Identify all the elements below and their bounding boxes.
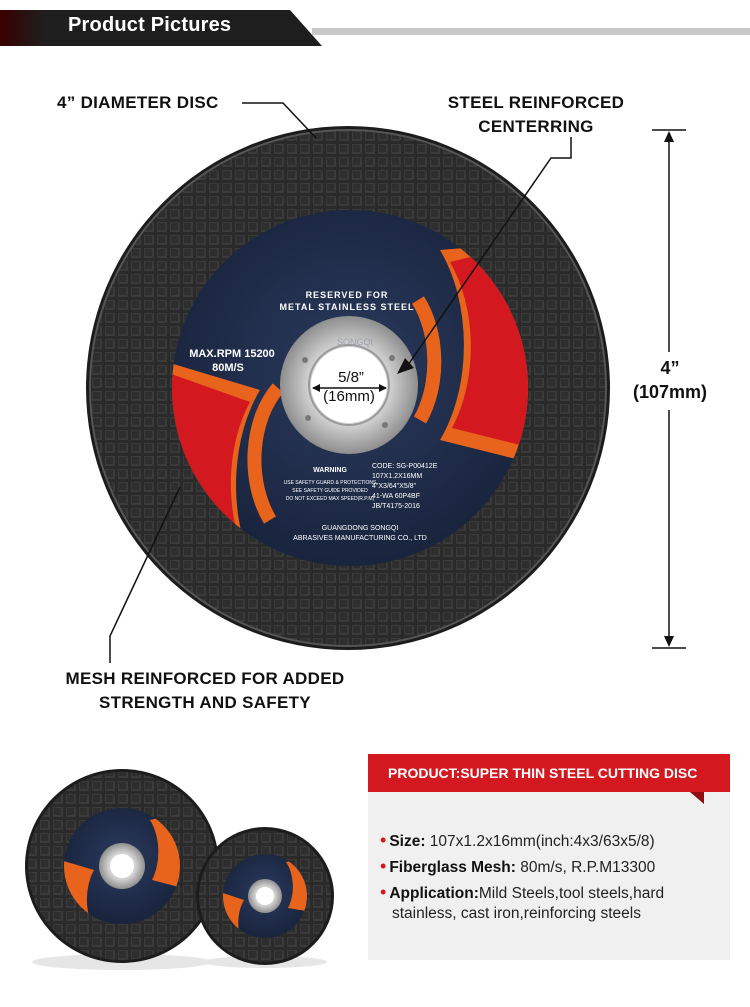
spec-size-value: 107x1.2x16mm(inch:4x3/63x5/8)	[425, 833, 655, 850]
small-disc-small	[196, 827, 334, 968]
maker-line-2: ABRASIVES MANUFACTURING CO., LTD	[293, 535, 427, 542]
spec-application: •Application:Mild Steels,tool steels,har…	[380, 882, 664, 904]
warning-line-3: DO NOT EXCEED MAX SPEED(R.P.M)	[286, 496, 375, 502]
dimension-mm: (107mm)	[632, 382, 708, 402]
warning-line-1: USE SAFETY GUARD & PROTECTIONS	[284, 480, 377, 486]
spec-size-label: Size:	[389, 833, 426, 850]
header-bar	[0, 10, 322, 46]
bore-dimension	[312, 384, 387, 392]
bullet-icon: •	[380, 856, 387, 876]
spec-size: •Size: 107x1.2x16mm(inch:4x3/63x5/8)	[380, 830, 655, 852]
dimension-size: 4”	[660, 358, 680, 378]
section-header: Product Pictures	[0, 0, 750, 48]
spec-mesh: •Fiberglass Mesh: 80m/s, R.P.M13300	[380, 856, 655, 878]
bore-mm: (16mm)	[323, 388, 375, 405]
callout-lines	[109, 102, 572, 663]
reserved-line2: METAL STAINLESS STEEL	[279, 302, 414, 312]
brand-mark: SONGQI	[337, 337, 373, 347]
spec-app-value: Mild Steels,tool steels,hard	[478, 885, 665, 902]
small-disc-large	[25, 769, 219, 970]
bore-inch: 5/8”	[338, 369, 364, 386]
code-line-5: JB/T4175-2016	[372, 503, 420, 510]
product-heading-tail	[690, 792, 704, 804]
warning-line-2: SEE SAFETY GUIDE PROVIDED	[292, 488, 368, 494]
code-line-4: 41-WA 60P4BF	[372, 493, 420, 500]
header-rule	[312, 28, 750, 35]
warning-title: WARNING	[313, 467, 347, 474]
disc-label-text: RESERVED FOR METAL STAINLESS STEEL MAX.R…	[189, 290, 437, 542]
callout-mesh-line1: MESH REINFORCED FOR ADDED	[65, 669, 345, 688]
bore-text: 5/8” (16mm)	[323, 369, 375, 405]
code-line-1: CODE: SG-P00412E	[372, 463, 438, 470]
spec-app-label: Application:	[389, 885, 479, 902]
max-speed: 80M/S	[212, 362, 244, 374]
product-heading: PRODUCT:SUPER THIN STEEL CUTTING DISC	[368, 754, 730, 792]
callout-steel-line2: CENTERRING	[478, 117, 594, 136]
reserved-line1: RESERVED FOR	[306, 290, 389, 300]
spec-mesh-value: 80m/s, R.P.M13300	[515, 859, 656, 876]
callout-steel-line1: STEEL REINFORCED	[447, 93, 625, 112]
code-line-3: 4"X3/64"X5/8"	[372, 483, 417, 490]
spec-application-cont: stainless, cast iron,reinforcing steels	[392, 905, 641, 922]
bullet-icon: •	[380, 830, 387, 850]
code-line-2: 107X1.2X16MM	[372, 473, 422, 480]
diameter-dimension	[652, 129, 686, 649]
spec-mesh-label: Fiberglass Mesh:	[389, 859, 516, 876]
bullet-icon: •	[380, 882, 387, 902]
header-corner	[0, 10, 44, 46]
callout-mesh-line2: STRENGTH AND SAFETY	[99, 693, 311, 712]
callout-diameter-disc: 4” DIAMETER DISC	[57, 93, 219, 112]
maker-line-1: GUANGDONG SONGQI	[322, 525, 399, 532]
steel-callout-arrowhead	[397, 358, 414, 374]
header-title: Product Pictures	[68, 14, 232, 36]
max-rpm: MAX.RPM 15200	[189, 348, 275, 360]
